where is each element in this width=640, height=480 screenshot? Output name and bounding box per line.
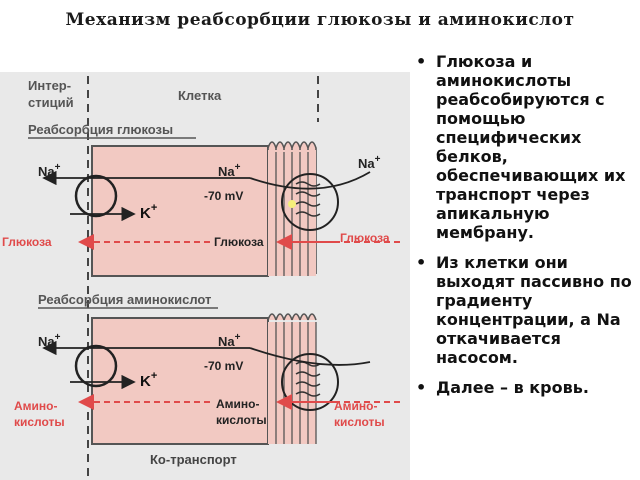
amino-voltage-label: -70 mV [204,359,243,373]
reabsorption-diagram: Интер- стиций Клетка Реабсорбция глюкозы… [0,72,410,480]
glucose-left-label: Глюкоза [2,235,52,249]
cell-label: Клетка [178,88,222,103]
glucose-k-label: K+ [140,202,157,222]
amino-k-label: K+ [140,370,157,390]
glucose-symporter-circle [281,173,339,231]
amino-na-k-pump [74,344,118,388]
glucose-na-k-pump [74,174,118,218]
glucose-na-left-label: Na+ [38,162,61,179]
glucose-na-middle-label: Na+ [218,162,241,179]
cotransport-footer: Ко-транспорт [150,452,237,467]
amino-right-label-1: Амино- [334,399,378,413]
amino-symporter-circle [281,353,339,411]
explanation-list: Глюкоза и аминокислоты реабсобируются с … [410,52,638,408]
glucose-na-in-curve [249,171,371,190]
page-title: Механизм реабсорбции глюкозы и аминокисл… [65,10,575,30]
glucose-na-right-label: Na+ [358,154,381,171]
glucose-section-heading: Реабсорбция глюкозы [28,122,173,137]
amino-middle-label-1: Амино- [216,397,260,411]
interstitium-label-2: стиций [28,95,74,110]
interstitium-label-1: Интер- [28,78,71,93]
amino-left-label-1: Амино- [14,399,58,413]
amino-brush-border [267,313,317,321]
glucose-cell-body [91,145,269,277]
glucose-binding-site [288,200,296,208]
amino-right-label-2: кислоты [334,415,385,429]
glucose-middle-label: Глюкоза [214,235,264,249]
amino-left-label-2: кислоты [14,415,65,429]
amino-membrane-wave [295,361,321,397]
amino-middle-label-2: кислоты [216,413,267,427]
amino-na-left-label: Na+ [38,332,61,349]
glucose-membrane-wave [295,181,321,217]
bullet-item-3: Далее – в кровь. [410,378,638,397]
amino-na-in-curve [249,347,371,366]
bullet-item-1: Глюкоза и аминокислоты реабсобируются с … [410,52,638,242]
glucose-voltage-label: -70 mV [204,189,243,203]
amino-na-middle-label: Na+ [218,332,241,349]
glucose-right-label: Глюкоза [340,231,390,245]
amino-section-heading: Реабсорбция аминокислот [38,292,211,307]
bullet-item-2: Из клетки они выходят пассивно по градие… [410,253,638,367]
